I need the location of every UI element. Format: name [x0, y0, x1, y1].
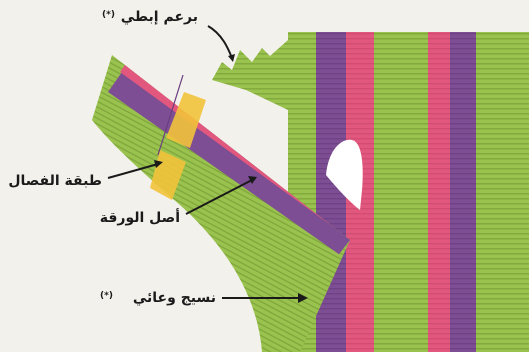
leaf-base-label: أصل الورقة [100, 208, 180, 226]
stem-vascular-purple-2 [450, 32, 476, 352]
stem-vascular-pink-2 [428, 32, 450, 352]
axillary-bud-arrowhead [228, 54, 235, 62]
axillary-bud-marker: (*) [102, 10, 115, 20]
vascular-tissue-label: نسيج وعائي [133, 290, 216, 306]
vascular-tissue-marker: (*) [100, 291, 113, 301]
axillary-bud-label: برعم إبطي [121, 9, 198, 25]
axillary-bud [212, 40, 288, 110]
abscission-layer-label: طبقة الفصال [8, 173, 102, 189]
axillary-bud-pointer [208, 26, 232, 58]
label-axillary-bud: برعم إبطي (*) [102, 9, 235, 62]
